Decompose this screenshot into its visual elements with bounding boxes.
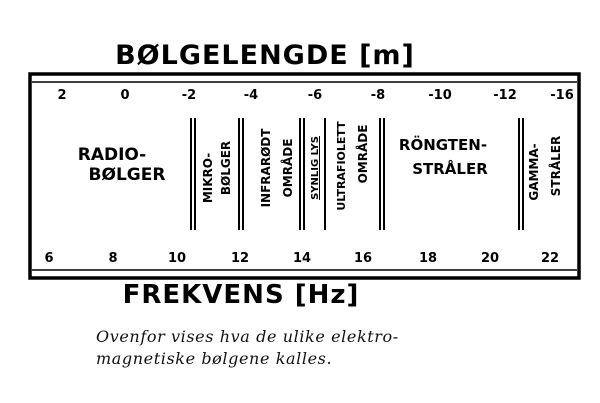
frequency-tick: 16 — [354, 251, 372, 266]
label-mikro-2: BØLGER — [219, 141, 233, 195]
wavelength-tick: 0 — [120, 88, 129, 103]
frequency-title: FREKVENS [Hz] — [123, 280, 360, 310]
label-infrarodt: INFRARØDT OMRÅDE — [259, 128, 295, 208]
label-synlig-text: SYNLIG LYS — [310, 136, 321, 200]
frequency-tick: 20 — [481, 251, 499, 266]
wavelength-tick: 2 — [57, 88, 66, 103]
label-gamma: GAMMA- STRÅLER — [527, 136, 563, 201]
wavelength-axis: 2 0 -2 -4 -6 -8 -10 -12 -16 — [57, 88, 573, 103]
wavelength-tick: -6 — [308, 88, 322, 103]
frequency-tick: 22 — [541, 251, 559, 266]
label-radio-1: RADIO- — [78, 145, 147, 165]
label-infrarodt-1: INFRARØDT — [259, 128, 273, 208]
frequency-tick: 10 — [168, 251, 186, 266]
label-mikro-1: MIKRO- — [201, 153, 215, 203]
wavelength-tick: -8 — [371, 88, 385, 103]
region-dividers — [190, 118, 524, 230]
frequency-axis: 6 8 10 12 14 16 18 20 22 — [44, 251, 559, 266]
label-ultrafiolett: ULTRAFIOLETT OMRÅDE — [335, 121, 370, 211]
label-synlig: SYNLIG LYS — [310, 136, 321, 200]
frequency-tick: 14 — [293, 251, 311, 266]
label-gamma-2: STRÅLER — [548, 136, 563, 196]
frequency-tick: 18 — [419, 251, 437, 266]
frequency-tick: 6 — [44, 251, 53, 266]
label-gamma-1: GAMMA- — [527, 143, 541, 200]
caption-line-2: magnetiske bølgene kalles. — [96, 349, 333, 368]
caption-line-1: Ovenfor vises hva de ulike elektro- — [96, 327, 399, 346]
frequency-tick: 12 — [231, 251, 249, 266]
wavelength-tick: -4 — [244, 88, 258, 103]
frequency-tick: 8 — [108, 251, 117, 266]
caption: Ovenfor vises hva de ulike elektro- magn… — [96, 326, 576, 370]
label-rontgen-2: STRÅLER — [412, 159, 488, 178]
wavelength-tick: -2 — [182, 88, 196, 103]
wavelength-tick: -10 — [428, 88, 452, 103]
spectrum-frame — [28, 72, 581, 280]
label-ultrafiolett-2: OMRÅDE — [355, 125, 370, 184]
label-ultrafiolett-1: ULTRAFIOLETT — [335, 121, 348, 211]
label-radio-2: BØLGER — [89, 165, 166, 185]
wavelength-title: BØLGELENGDE [m] — [115, 40, 415, 71]
label-rontgen-1: RÖNGTEN- — [399, 135, 487, 154]
label-mikro: MIKRO- BØLGER — [201, 141, 233, 203]
label-infrarodt-2: OMRÅDE — [280, 139, 295, 198]
wavelength-tick: -16 — [550, 88, 574, 103]
wavelength-tick: -12 — [493, 88, 517, 103]
